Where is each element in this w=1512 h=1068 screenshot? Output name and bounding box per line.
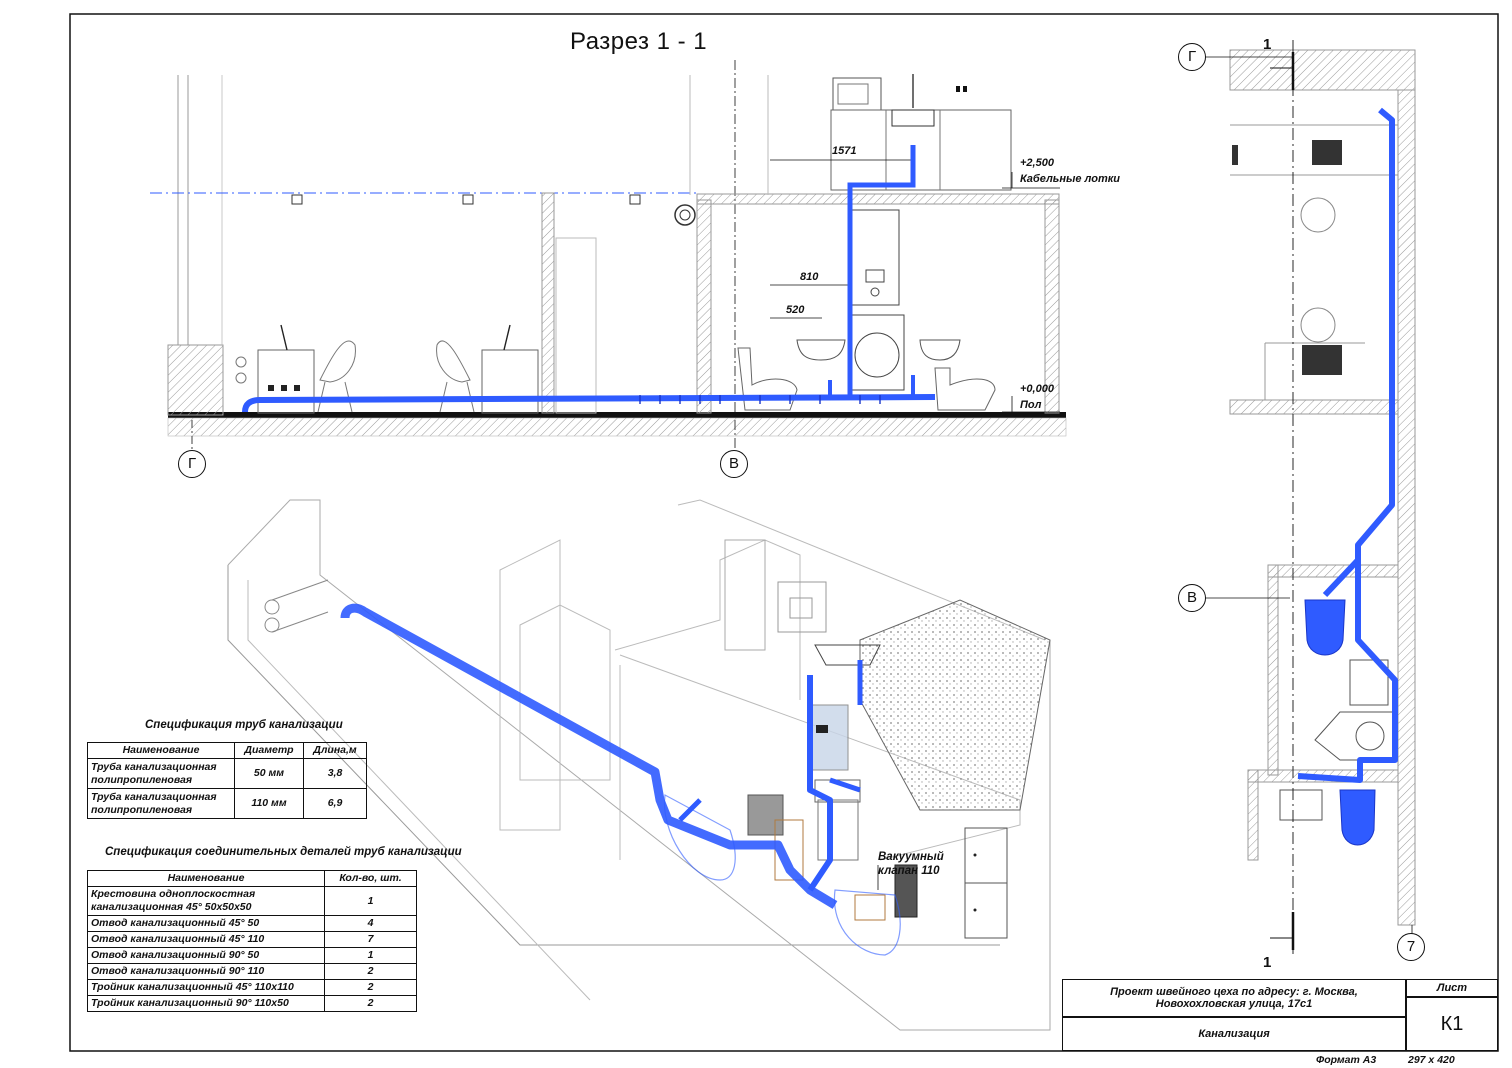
stamp-project: Проект швейного цеха по адресу: г. Москв… bbox=[1062, 979, 1406, 1017]
pipe-spec-cell: 110 мм bbox=[234, 788, 304, 819]
fitting-spec-cell: Тройник канализационный 90° 110х50 bbox=[87, 995, 325, 1012]
fitting-spec-cell: 4 bbox=[324, 915, 417, 932]
plan-axis-marker-g: Г bbox=[1178, 43, 1206, 71]
fitting-spec-cell: Отвод канализационный 45° 110 bbox=[87, 931, 325, 948]
fitting-spec-cell: Тройник канализационный 45° 110х110 bbox=[87, 979, 325, 996]
pipe-spec-header: Длина,м bbox=[303, 742, 367, 759]
section-title: Разрез 1 - 1 bbox=[570, 28, 708, 55]
dimension-label: 520 bbox=[786, 304, 805, 316]
dimension-label: 1571 bbox=[832, 145, 857, 157]
cut-mark-top: 1 bbox=[1263, 36, 1272, 53]
axis-marker-g: Г bbox=[178, 450, 206, 478]
format-label: Формат А3 bbox=[1316, 1054, 1377, 1066]
isometric-view bbox=[227, 499, 1051, 1031]
vacuum-valve-label: Вакуумный клапан 110 bbox=[878, 851, 944, 877]
fitting-spec-cell: 1 bbox=[324, 947, 417, 964]
pipe-spec-header: Диаметр bbox=[234, 742, 304, 759]
pipe-spec-cell: 3,8 bbox=[303, 758, 367, 789]
pipe-spec-cell: Труба канализационная полипропиленовая bbox=[87, 758, 235, 789]
table-row: Труба канализационная полипропиленовая 5… bbox=[87, 758, 367, 789]
table-row: Труба канализационная полипропиленовая 1… bbox=[87, 788, 367, 819]
plan-axis-marker-v: В bbox=[1178, 584, 1206, 612]
pipe-spec-cell: Труба канализационная полипропиленовая bbox=[87, 788, 235, 819]
fitting-spec-cell: Отвод канализационный 45° 50 bbox=[87, 915, 325, 932]
fitting-spec-cell: 7 bbox=[324, 931, 417, 948]
fitting-spec-cell: 2 bbox=[324, 963, 417, 980]
level-top-label: Кабельные лотки bbox=[1020, 173, 1121, 185]
dimension-label: 810 bbox=[800, 271, 819, 283]
sheet-frame bbox=[69, 13, 1499, 1052]
pipe-spec-table: Наименование Диаметр Длина,м Труба канал… bbox=[87, 742, 367, 819]
fitting-spec-title: Спецификация соединительных деталей труб… bbox=[105, 846, 462, 858]
fitting-spec-cell: 1 bbox=[324, 886, 417, 916]
level-top-value: +2,500 bbox=[1020, 157, 1054, 169]
stamp-section-name: Канализация bbox=[1062, 1017, 1406, 1051]
cut-mark-bottom: 1 bbox=[1263, 954, 1272, 971]
plan-axis-marker-7: 7 bbox=[1397, 933, 1425, 961]
format-size: 297 х 420 bbox=[1408, 1054, 1455, 1066]
fitting-spec-cell: Отвод канализационный 90° 50 bbox=[87, 947, 325, 964]
fitting-spec-table: Наименование Кол-во, шт. Крестовина одно… bbox=[87, 870, 417, 1012]
title-block: Проект швейного цеха по адресу: г. Москв… bbox=[1062, 979, 1498, 1051]
pipe-spec-title: Спецификация труб канализации bbox=[145, 719, 343, 731]
stamp-sheet-code: К1 bbox=[1406, 997, 1498, 1051]
fitting-spec-header: Кол-во, шт. bbox=[324, 870, 417, 887]
level-floor-label: Пол bbox=[1020, 399, 1042, 411]
fitting-spec-header: Наименование bbox=[87, 870, 325, 887]
plan-view bbox=[1205, 40, 1416, 955]
fitting-spec-cell: Крестовина одноплоскостная канализационн… bbox=[87, 886, 325, 916]
fitting-spec-cell: 2 bbox=[324, 995, 417, 1012]
section-view bbox=[150, 60, 1067, 452]
pipe-spec-header: Наименование bbox=[87, 742, 235, 759]
pipe-spec-cell: 50 мм bbox=[234, 758, 304, 789]
level-floor-value: +0,000 bbox=[1020, 383, 1054, 395]
pipe-spec-cell: 6,9 bbox=[303, 788, 367, 819]
fitting-spec-cell: Отвод канализационный 90° 110 bbox=[87, 963, 325, 980]
fitting-spec-cell: 2 bbox=[324, 979, 417, 996]
axis-marker-v: В bbox=[720, 450, 748, 478]
stamp-sheet-label: Лист bbox=[1406, 979, 1498, 997]
table-row: Крестовина одноплоскостная канализационн… bbox=[87, 886, 417, 916]
